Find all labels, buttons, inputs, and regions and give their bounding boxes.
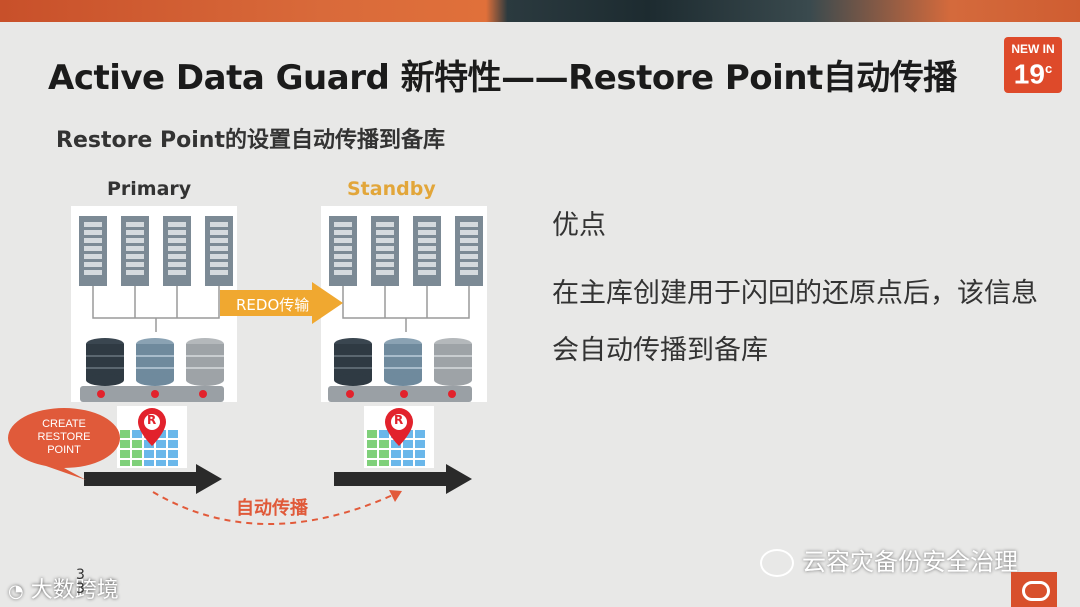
create-restore-point-bubble: CREATE RESTORE POINT (37, 418, 91, 456)
primary-marker-letter: R (147, 413, 157, 427)
page-number: 3 3 (76, 567, 85, 597)
primary-server-racks (79, 216, 233, 286)
primary-timeline-arrow (84, 464, 222, 494)
advantages-heading: 优点 (552, 210, 606, 241)
slide-title: Active Data Guard 新特性——Restore Point自动传播 (48, 58, 957, 98)
auto-propagate-label: 自动传播 (236, 498, 308, 519)
top-banner (0, 0, 1080, 22)
standby-databases (328, 338, 472, 402)
logo-text: 大数跨境 (30, 578, 119, 603)
standby-marker-letter: R (394, 413, 404, 427)
standby-label: Standby (347, 178, 436, 200)
primary-label: Primary (107, 178, 192, 200)
logo-icon: ◔ (8, 581, 24, 602)
standby-timeline-arrow (334, 464, 472, 494)
create-bubble-shape (8, 408, 120, 480)
oracle-logo-icon (1011, 572, 1057, 607)
standby-restore-grid (364, 406, 434, 468)
slide-subtitle: Restore Point的设置自动传播到备库 (56, 128, 445, 153)
bottom-logo: ◔ 大数跨境 (8, 572, 119, 604)
primary-databases (80, 338, 224, 402)
badge-line1: NEW IN (1011, 42, 1055, 56)
redo-label: REDO传输 (236, 296, 310, 314)
badge-line2: 19c (1013, 58, 1053, 90)
primary-restore-grid (117, 406, 187, 468)
wechat-watermark: 云容灾备份安全治理 (760, 542, 1018, 577)
standby-server-racks (329, 216, 483, 286)
redo-arrow (220, 282, 343, 324)
wechat-icon (760, 549, 794, 577)
new-in-19c-badge: NEW IN 19c (1004, 37, 1062, 93)
advantages-text: 在主库创建用于闪回的还原点后，该信息会自动传播到备库 (552, 278, 1038, 366)
